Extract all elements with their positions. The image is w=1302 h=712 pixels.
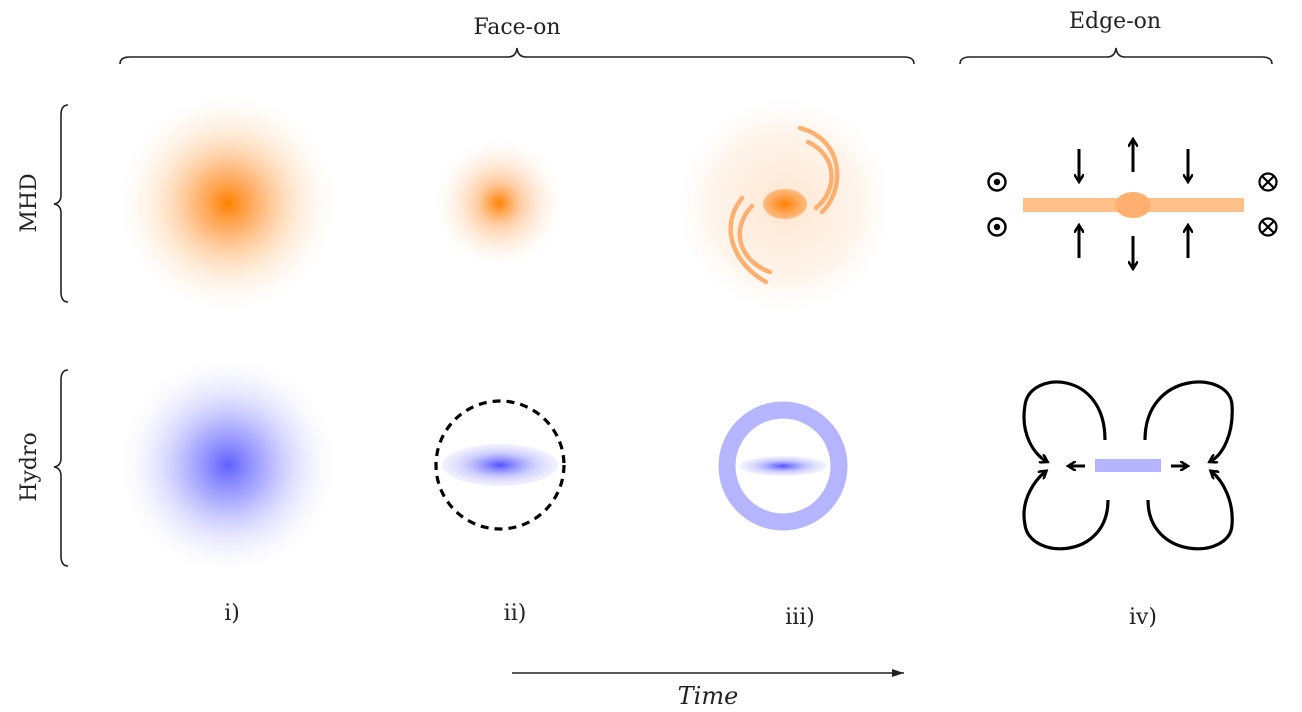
panel-label-iii: iii) bbox=[785, 605, 815, 630]
brace-hydro bbox=[53, 369, 69, 567]
panel-label-iv: iv) bbox=[1129, 605, 1157, 630]
hydro-edge-disk bbox=[1095, 459, 1161, 472]
hydro-disk bbox=[442, 444, 558, 486]
field-out-of-page-icon-bottom bbox=[987, 217, 1007, 237]
circulation-loop-upper-left bbox=[1022, 380, 1107, 461]
spiral-arm-lower-outer bbox=[728, 195, 769, 285]
field-into-page-icon-top bbox=[1258, 172, 1278, 192]
mhd-panel-iii bbox=[677, 97, 893, 313]
brace-mhd bbox=[53, 104, 69, 303]
hydro-panel-i bbox=[120, 357, 336, 573]
mhd-panel-i bbox=[120, 95, 336, 311]
brace-face-on bbox=[119, 47, 915, 65]
hydro-disk-small bbox=[739, 456, 827, 476]
mhd-edge-core bbox=[1115, 192, 1151, 218]
hydro-shell bbox=[718, 401, 848, 531]
header-face-on: Face-on bbox=[473, 15, 560, 40]
hydro-panel-ii bbox=[434, 399, 566, 531]
panel-label-ii: ii) bbox=[504, 601, 527, 626]
mhd-panel-iv bbox=[987, 141, 1278, 267]
row-label-hydro: Hydro bbox=[17, 432, 42, 501]
panel-label-i: i) bbox=[224, 601, 240, 626]
spiral-arm-lower-inner bbox=[737, 203, 773, 275]
field-out-of-page-icon-top bbox=[987, 172, 1007, 192]
circulation-loop-lower-right bbox=[1146, 472, 1234, 551]
hydro-dashed-boundary bbox=[434, 399, 566, 531]
circulation-loop-upper-right bbox=[1143, 380, 1234, 461]
hydro-panel-iv bbox=[1022, 380, 1234, 551]
time-label: Time bbox=[678, 682, 739, 710]
brace-edge-on bbox=[959, 47, 1273, 65]
header-edge-on: Edge-on bbox=[1069, 9, 1161, 34]
mhd-cloud-collapsed bbox=[435, 139, 563, 267]
mhd-core bbox=[763, 189, 807, 219]
hydro-cloud-large bbox=[120, 357, 336, 573]
mhd-cloud-large bbox=[120, 95, 336, 311]
mhd-panel-ii bbox=[435, 139, 563, 267]
spiral-arm-upper-outer bbox=[797, 125, 840, 215]
row-label-mhd: MHD bbox=[17, 173, 42, 232]
hydro-panel-iii bbox=[718, 401, 848, 531]
circulation-loop-lower-left bbox=[1022, 472, 1110, 551]
field-into-page-icon-bottom bbox=[1258, 217, 1278, 237]
spiral-arm-upper-inner bbox=[805, 139, 834, 211]
